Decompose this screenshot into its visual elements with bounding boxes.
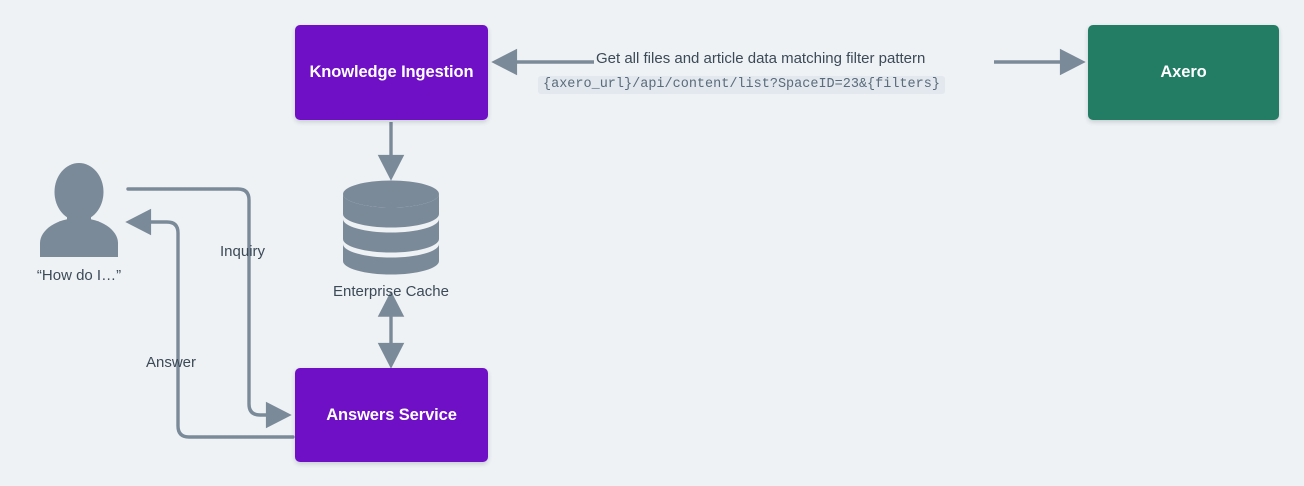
edge-user-inquiry — [126, 187, 292, 429]
user-icon — [40, 163, 118, 257]
enterprise-cache-label: Enterprise Cache — [333, 283, 449, 300]
user-quote-label: “How do I…” — [36, 267, 122, 284]
node-axero-label: Axero — [1160, 63, 1207, 81]
edge-label-api-code: {axero_url}/api/content/list?SpaceID=23&… — [538, 76, 945, 94]
database-icon — [343, 180, 439, 275]
node-answers-service[interactable]: Answers Service — [295, 368, 488, 462]
edge-label-answer: Answer — [146, 354, 197, 371]
node-knowledge-ingestion-label: Knowledge Ingestion — [309, 63, 474, 81]
edge-label-inquiry: Inquiry — [220, 243, 266, 260]
node-axero[interactable]: Axero — [1088, 25, 1279, 120]
edge-answers-user — [125, 208, 295, 439]
node-knowledge-ingestion[interactable]: Knowledge Ingestion — [295, 25, 488, 120]
node-answers-service-label: Answers Service — [326, 405, 457, 424]
edge-label-api-title: Get all files and article data matching … — [596, 50, 926, 67]
